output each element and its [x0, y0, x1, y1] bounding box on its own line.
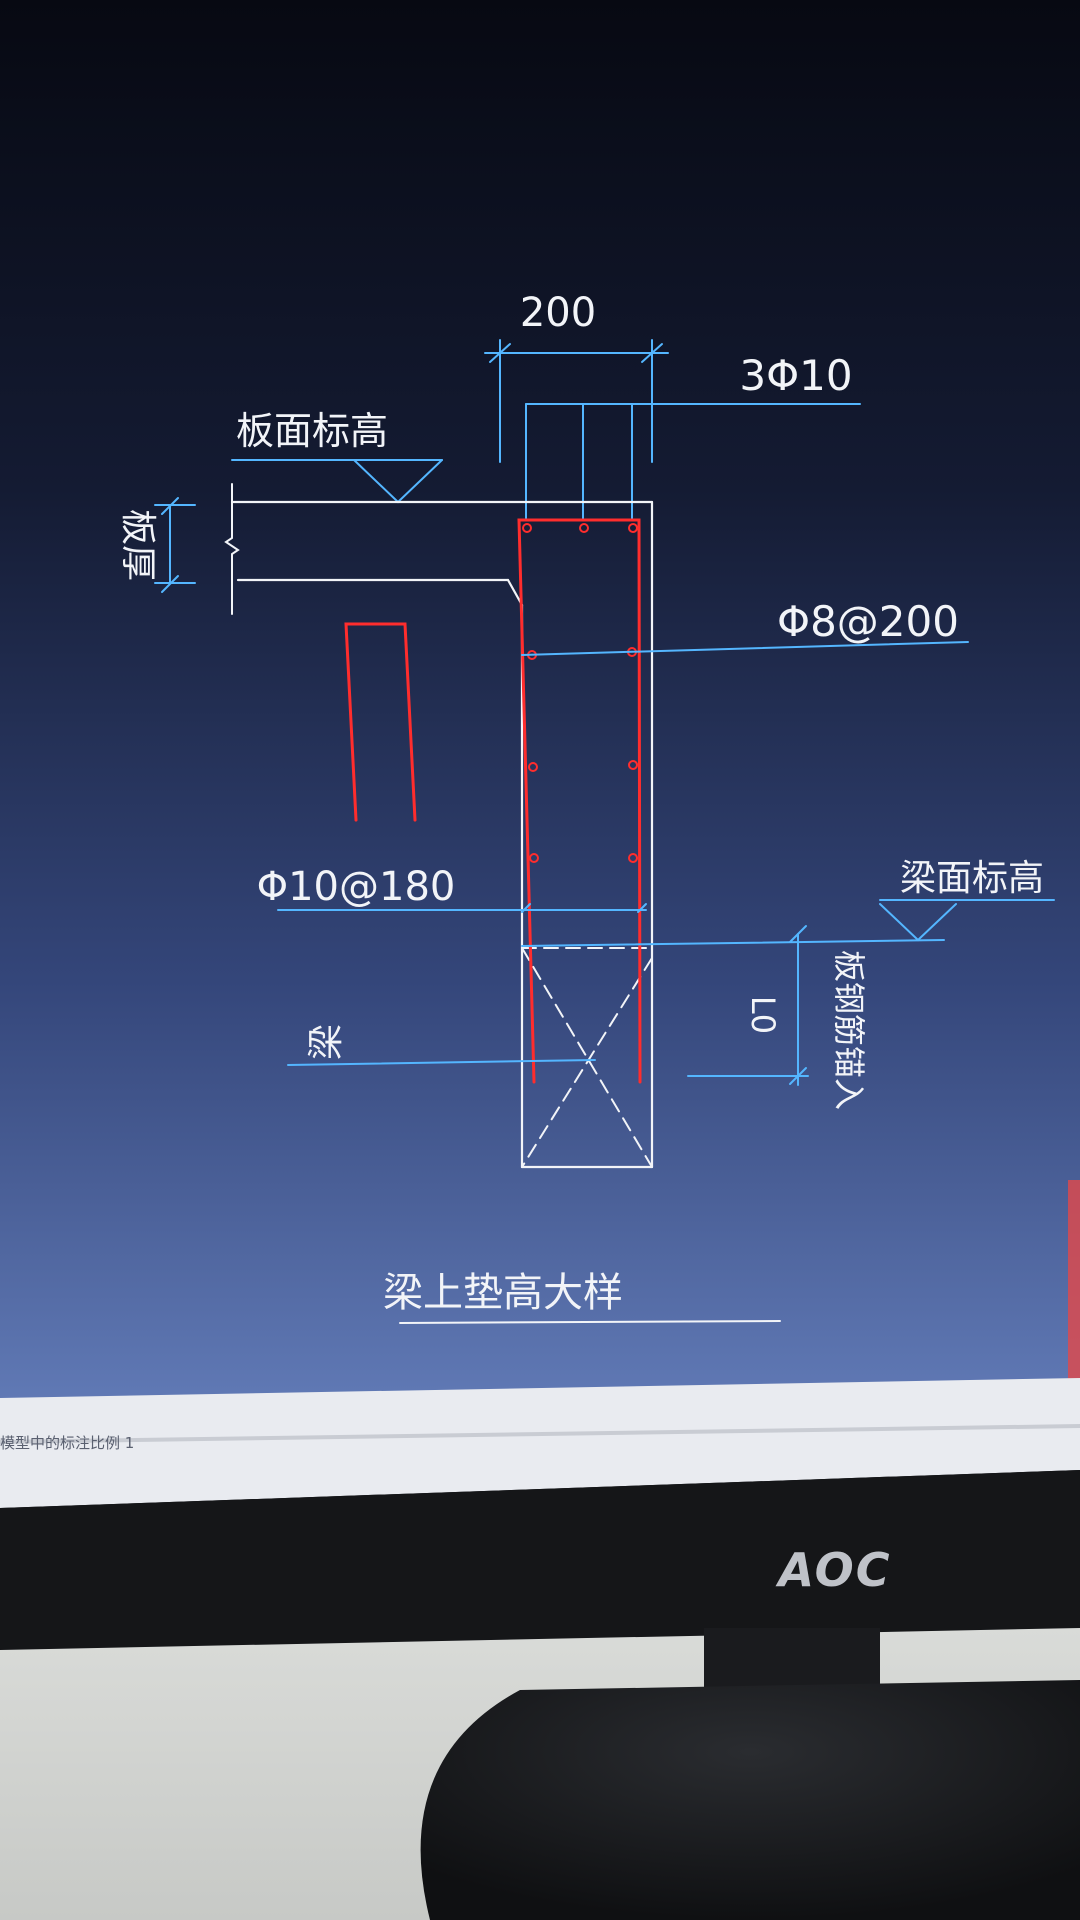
- slab-top-elevation-label: 板面标高: [236, 409, 388, 453]
- title-underline: [399, 1320, 781, 1324]
- beam-elevation-marker: [521, 899, 1055, 947]
- ties-label: Φ10@180: [257, 864, 456, 910]
- beam-top-elevation-label: 梁面标高: [900, 858, 1044, 899]
- drawing-title: 梁上垫高大样: [383, 1270, 623, 1316]
- rebar-cage: [517, 518, 642, 1084]
- cad-drawing: 200 3Φ10 板面标高 板厚 Φ8@200 Φ10@180 梁面标高 梁 L…: [117, 290, 1055, 1324]
- top-bars-label: 3Φ10: [739, 351, 852, 400]
- slab-u-bar: [344, 622, 417, 822]
- beam-label: 梁: [306, 1024, 347, 1060]
- anchor-note-label: 板钢筋锚入: [830, 950, 868, 1110]
- monitor-brand-logo: AOC: [778, 1543, 892, 1597]
- anchor-length-label: L0: [744, 996, 782, 1034]
- beam-leader: [287, 1059, 596, 1066]
- monitor-bezel: [0, 1470, 1080, 1650]
- status-bar: [0, 1378, 1080, 1508]
- slab-thickness-label: 板厚: [117, 509, 158, 581]
- anchor-dimension: [687, 925, 809, 1086]
- width-dimension: [484, 339, 669, 463]
- stirrup-leader: [521, 641, 969, 656]
- dim-width-label: 200: [520, 290, 596, 336]
- status-bar-text: 模型中的标注比例 1: [0, 1434, 135, 1452]
- slab-thickness-dimension: [154, 497, 196, 593]
- cad-canvas[interactable]: [0, 0, 1080, 1400]
- monitor-stand: [420, 1628, 1080, 1920]
- slab-break-line: [224, 483, 240, 615]
- top-bar-leaders: [525, 403, 861, 521]
- concrete-outline: [230, 500, 654, 1169]
- beam-section: [521, 947, 653, 1168]
- stirrups-label: Φ8@200: [777, 597, 959, 646]
- ties-leader: [277, 903, 647, 913]
